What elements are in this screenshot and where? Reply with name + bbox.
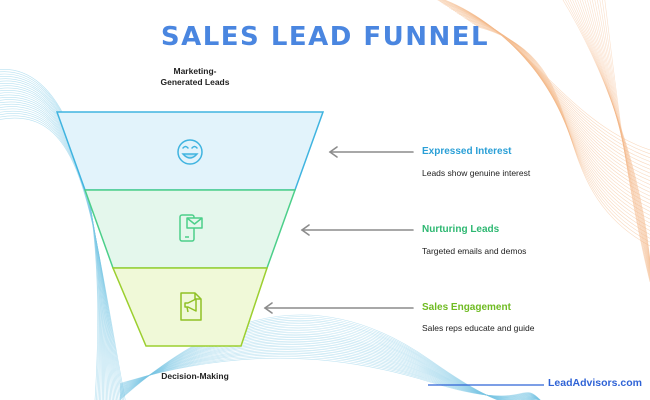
wave-line (565, 0, 650, 262)
wave-line (119, 351, 541, 400)
wave-line (119, 340, 541, 400)
arrow-to-expressed-interest (328, 146, 414, 158)
wave-line (477, 26, 650, 247)
wave-line (596, 0, 650, 279)
wave-line (119, 354, 541, 400)
stage-description-nurturing-leads: Targeted emails and demos (422, 246, 527, 256)
funnel-segment-nurturing-leads (83, 189, 297, 269)
wave-line (572, 0, 650, 266)
wave-line (604, 0, 650, 283)
wave-line (584, 0, 650, 272)
wave-line (119, 347, 541, 400)
wave-line (591, 0, 650, 276)
stage-description-sales-engagement: Sales reps educate and guide (422, 323, 535, 333)
wave-line (602, 0, 650, 281)
wave-line (567, 0, 650, 263)
page-title: SALES LEAD FUNNEL (160, 22, 490, 52)
funnel-segment-sales-engagement (111, 267, 269, 347)
funnel-top-label: Marketing- Generated Leads (160, 66, 230, 87)
wave-line (119, 342, 541, 400)
wave-line (562, 0, 650, 261)
funnel-bottom-label: Decision-Making (161, 371, 229, 381)
brand-logo-text: LeadAdvisors.com (548, 377, 642, 389)
wave-line (569, 0, 650, 264)
wave-line (587, 0, 650, 274)
stage-description-expressed-interest: Leads show genuine interest (422, 168, 531, 178)
arrow-to-sales-engagement (263, 302, 414, 314)
wave-line (119, 352, 541, 400)
arrow-to-nurturing-leads (300, 224, 414, 236)
wave-line (119, 332, 541, 400)
wave-line (119, 335, 541, 400)
wave-line (0, 115, 125, 400)
megaphone-document-icon (180, 292, 202, 321)
wave-line (589, 0, 650, 275)
smiley-face-icon (177, 139, 203, 165)
wave-line (119, 344, 541, 400)
wave-line (577, 0, 650, 268)
wave-line (119, 333, 541, 400)
wave-line (470, 21, 650, 231)
wave-line (579, 0, 650, 270)
funnel-segment-expressed-interest (55, 111, 325, 191)
wave-line (574, 0, 650, 267)
wave-line (476, 25, 650, 243)
stage-title-nurturing-leads: Nurturing Leads (422, 224, 500, 235)
wave-line (119, 339, 541, 400)
wave-line (119, 337, 541, 400)
wave-line (119, 345, 541, 400)
wave-line (0, 117, 126, 400)
wave-line (582, 0, 650, 271)
wave-line (119, 357, 541, 400)
wave-line (119, 356, 541, 400)
stage-title-sales-engagement: Sales Engagement (422, 302, 511, 313)
wave-line (119, 349, 541, 400)
mobile-email-icon (179, 214, 203, 242)
wave-line (599, 0, 650, 280)
wave-line (594, 0, 650, 277)
stage-title-expressed-interest: Expressed Interest (422, 146, 512, 157)
